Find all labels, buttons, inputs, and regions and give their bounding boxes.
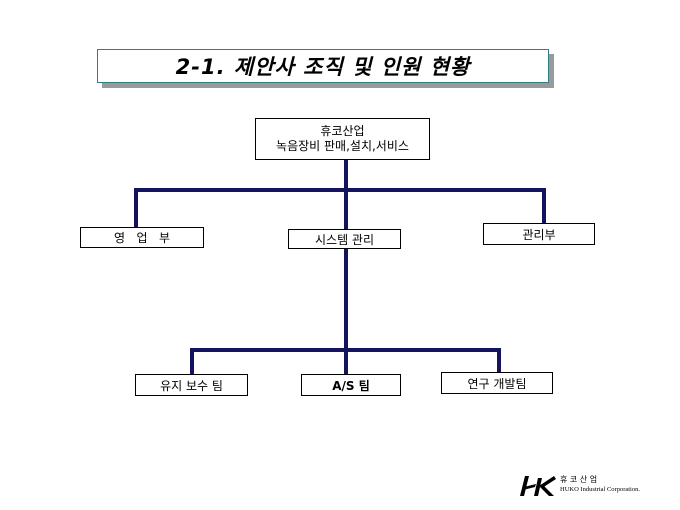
org-node-rnd: 연구 개발팀 xyxy=(441,372,553,394)
org-node-maintenance: 유지 보수 팀 xyxy=(135,374,248,396)
org-node-huko: 휴코산업 녹음장비 판매,설치,서비스 xyxy=(255,118,430,160)
org-node-maintenance-label: 유지 보수 팀 xyxy=(160,378,223,393)
page-title: 2-1. 제안사 조직 및 인원 현황 xyxy=(97,49,549,83)
org-node-sales-label: 영 업 부 xyxy=(113,231,170,245)
org-node-as-label: A/S 팀 xyxy=(332,378,370,393)
org-node-huko-name: 휴코산업 xyxy=(320,124,365,138)
org-node-system-label: 시스템 관리 xyxy=(314,232,374,247)
logo-korean-name: 휴 코 산 업 xyxy=(560,475,598,484)
logo-english-name: HUKO Industrial Corporation. xyxy=(560,486,640,493)
org-node-rnd-label: 연구 개발팀 xyxy=(467,376,527,391)
org-node-huko-desc: 녹음장비 판매,설치,서비스 xyxy=(276,139,409,153)
org-node-as: A/S 팀 xyxy=(301,374,401,396)
huko-logo: 휴 코 산 업 HUKO Industrial Corporation. xyxy=(516,474,666,500)
org-node-system: 시스템 관리 xyxy=(288,229,401,249)
org-node-sales: 영 업 부 xyxy=(80,227,204,248)
org-node-admin: 관리부 xyxy=(483,223,595,245)
org-node-admin-label: 관리부 xyxy=(522,227,556,242)
hk-logo-mark-icon xyxy=(520,476,556,496)
